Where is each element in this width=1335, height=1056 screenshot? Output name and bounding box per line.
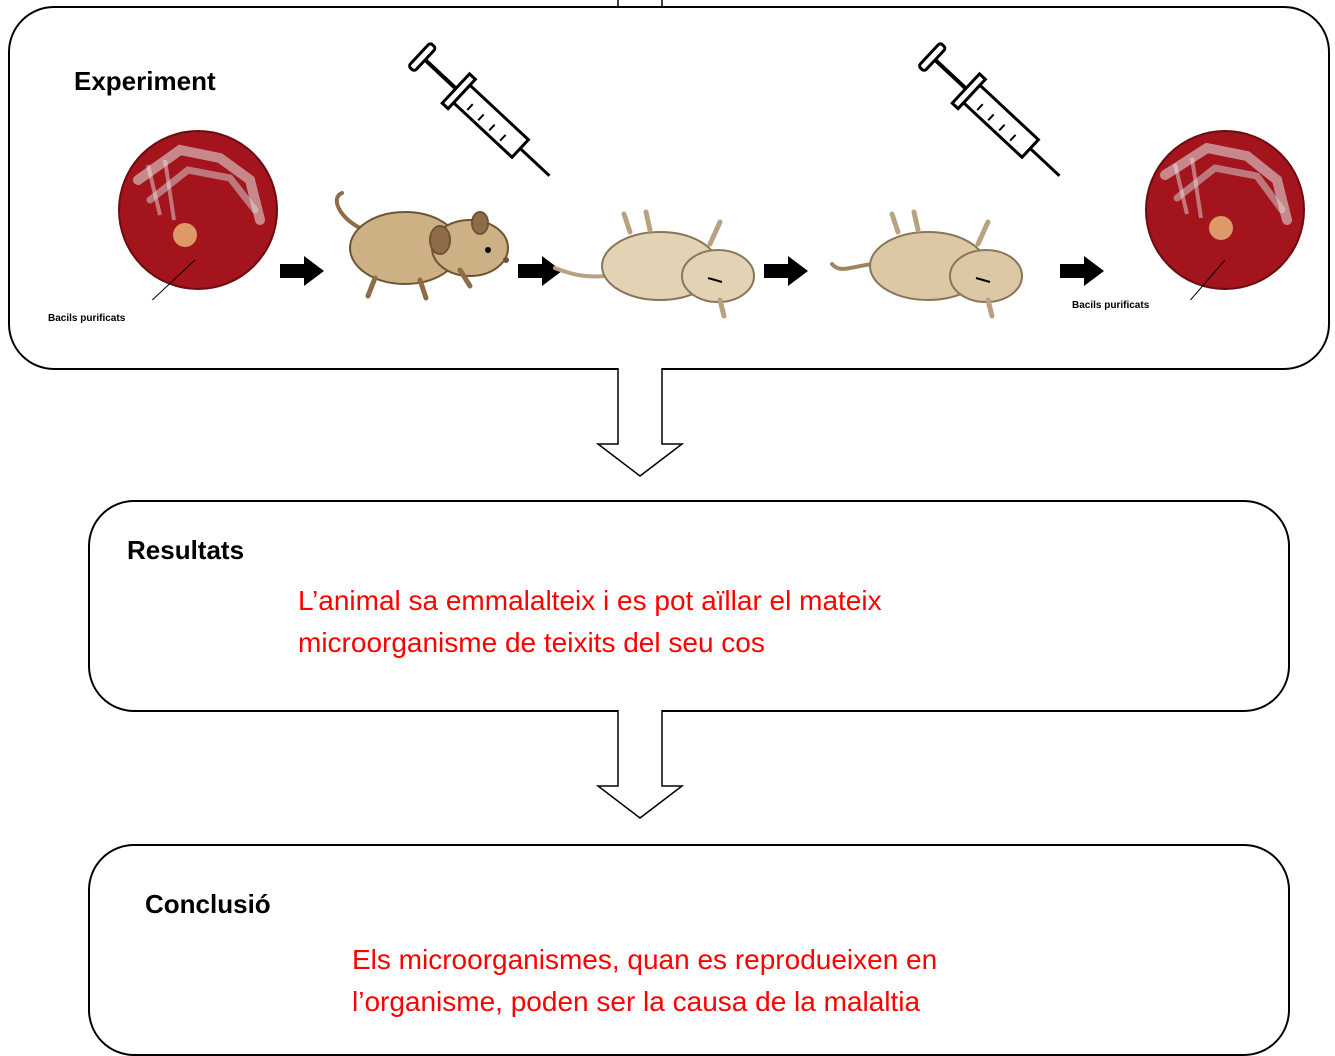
- results-line-2: microorganisme de teixits del seu cos: [298, 627, 765, 658]
- results-line-1: L’animal sa emmalalteix i es pot aïllar …: [298, 585, 882, 616]
- petri-dish-right: [1145, 130, 1305, 300]
- step-arrow-2: [518, 256, 562, 286]
- syringe-icon-1: [408, 42, 551, 177]
- step-arrow-3: [764, 256, 808, 286]
- conclusion-line-1: Els microorganismes, quan es reprodueixe…: [352, 944, 938, 975]
- flow-arrow-1: [595, 368, 685, 477]
- plate-label-right: Bacils purificats: [1072, 300, 1150, 311]
- mouse-alive-icon: [334, 191, 509, 301]
- plate-label-left: Bacils purificats: [48, 313, 126, 324]
- conclusion-line-2: l’organisme, poden ser la causa de la ma…: [352, 986, 921, 1017]
- mouse-dead-icon-1: [553, 209, 755, 319]
- conclusion-title: Conclusió: [145, 889, 271, 919]
- petri-dish-left: [118, 130, 278, 300]
- experiment-title: Experiment: [74, 66, 216, 96]
- flow-arrow-2: [595, 710, 685, 819]
- mouse-dead-icon-2: [830, 209, 1023, 319]
- results-title: Resultats: [127, 535, 245, 565]
- conclusion-text: Els microorganismes, quan es reprodueixe…: [352, 939, 937, 1023]
- conclusion-box: Conclusió Els microorganismes, quan es r…: [88, 844, 1290, 1056]
- step-arrow-1: [280, 256, 324, 286]
- step-arrow-4: [1060, 256, 1104, 286]
- results-box: Resultats L’animal sa emmalalteix i es p…: [88, 500, 1290, 712]
- experiment-box: Experiment Bacils purificats: [8, 6, 1330, 370]
- syringe-icon-2: [918, 42, 1061, 177]
- results-text: L’animal sa emmalalteix i es pot aïllar …: [298, 580, 882, 664]
